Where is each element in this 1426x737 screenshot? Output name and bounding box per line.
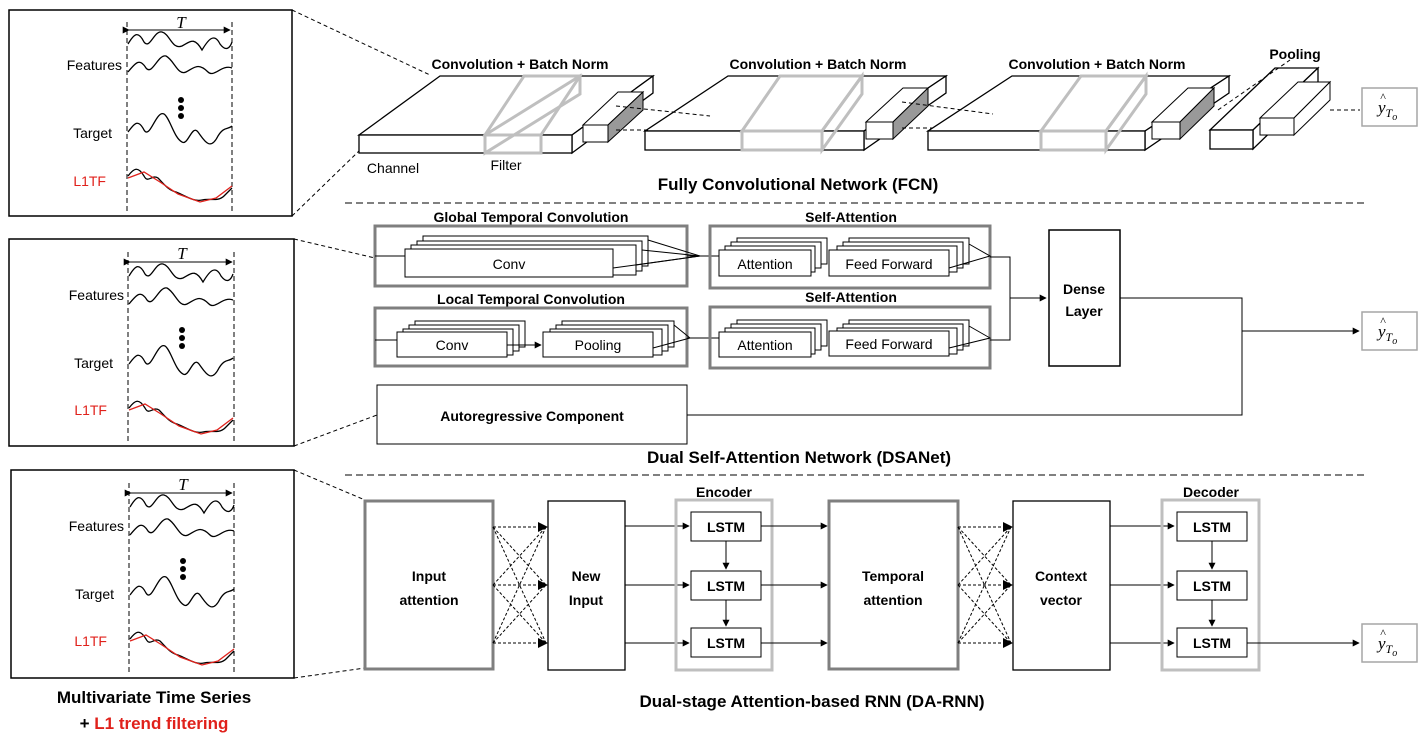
darnn-section: Input attention New Input Encoder LSTM L… xyxy=(363,484,1418,711)
input-attention-label-2: attention xyxy=(399,592,458,608)
target-label: Target xyxy=(75,586,114,602)
context-label-1: Context xyxy=(1035,568,1087,584)
new-input-box xyxy=(547,500,626,671)
input-attention-box xyxy=(363,499,495,671)
context-label-2: vector xyxy=(1040,592,1083,608)
dense-label-2: Layer xyxy=(1065,303,1103,319)
encoder-label: Encoder xyxy=(696,484,753,500)
window-label: T xyxy=(177,244,188,263)
local-conv-label: Conv xyxy=(436,337,469,353)
dense-layer-box xyxy=(1048,229,1121,367)
svg-text:^: ^ xyxy=(1380,314,1386,328)
l1tf-label: L1TF xyxy=(74,633,107,649)
fcn-block-label-3: Convolution + Batch Norm xyxy=(1009,56,1186,72)
self-attention-title-1: Self-Attention xyxy=(805,209,897,225)
svg-text:^: ^ xyxy=(1380,90,1386,104)
decoder-lstm-1 xyxy=(1176,511,1248,542)
features-label: Features xyxy=(69,518,124,534)
pooling-label: Pooling xyxy=(1269,46,1320,62)
fcn-section: yTo ^ Convolution + Batch Norm Convoluti… xyxy=(357,46,1418,194)
features-label: Features xyxy=(67,57,122,73)
dsanet-section: Global Temporal Convolution Conv Local T… xyxy=(373,209,1418,467)
fcn-block-label-2: Convolution + Batch Norm xyxy=(730,56,907,72)
attention-label-2: Attention xyxy=(737,337,792,353)
caption-line2: + L1 trend filtering xyxy=(80,714,229,733)
new-input-label-2: Input xyxy=(569,592,604,608)
input-attention-label-1: Input xyxy=(412,568,447,584)
darnn-output-box xyxy=(1361,623,1418,663)
target-label: Target xyxy=(73,125,112,141)
window-label: T xyxy=(178,475,189,494)
target-label: Target xyxy=(74,355,113,371)
pooling-block xyxy=(1208,66,1332,151)
context-vector-box xyxy=(1012,500,1111,671)
channel-label: Channel xyxy=(367,160,419,176)
global-conv-title: Global Temporal Convolution xyxy=(434,209,629,225)
autoregressive-box xyxy=(376,384,688,445)
lstm-label: LSTM xyxy=(707,519,745,535)
attention-label-1: Attention xyxy=(737,256,792,272)
pooling-op-label: Pooling xyxy=(575,337,622,353)
fcn-output-box xyxy=(1361,87,1418,127)
new-input-label-1: New xyxy=(572,568,601,584)
lstm-label: LSTM xyxy=(707,635,745,651)
dsanet-title: Dual Self-Attention Network (DSANet) xyxy=(647,448,951,467)
global-conv-label: Conv xyxy=(493,256,526,272)
encoder-lstm-1 xyxy=(690,511,762,542)
fcn-title: Fully Convolutional Network (FCN) xyxy=(658,175,939,194)
lstm-label: LSTM xyxy=(1193,635,1231,651)
conv-block-2 xyxy=(642,71,949,155)
svg-text:^: ^ xyxy=(1380,626,1386,640)
window-label: T xyxy=(176,13,187,32)
filter-label: Filter xyxy=(490,157,521,173)
l1tf-label: L1TF xyxy=(74,402,107,418)
darnn-title: Dual-stage Attention-based RNN (DA-RNN) xyxy=(639,692,984,711)
local-conv-title: Local Temporal Convolution xyxy=(437,291,625,307)
autoregressive-label: Autoregressive Component xyxy=(440,408,624,424)
decoder-lstm-2 xyxy=(1176,570,1248,601)
dense-label-1: Dense xyxy=(1063,281,1105,297)
input-panel-darnn: T Features Target L1TF xyxy=(10,469,295,679)
l1tf-label: L1TF xyxy=(73,173,106,189)
lstm-label: LSTM xyxy=(707,578,745,594)
fcn-output-label: yTo xyxy=(1376,98,1397,123)
caption-line1: Multivariate Time Series xyxy=(57,688,251,707)
self-attention-title-2: Self-Attention xyxy=(805,289,897,305)
lstm-label: LSTM xyxy=(1193,578,1231,594)
lstm-label: LSTM xyxy=(1193,519,1231,535)
decoder-label: Decoder xyxy=(1183,484,1240,500)
feed-forward-label-1: Feed Forward xyxy=(845,256,932,272)
decoder-lstm-3 xyxy=(1176,627,1248,658)
fcn-block-label-1: Convolution + Batch Norm xyxy=(432,56,609,72)
conv-block-3 xyxy=(925,71,1232,155)
conv-block-1 xyxy=(357,73,655,156)
features-label: Features xyxy=(69,287,124,303)
darnn-output-label: yTo xyxy=(1376,634,1397,659)
dsanet-output-label: yTo xyxy=(1376,322,1397,347)
temporal-attention-label-2: attention xyxy=(863,592,922,608)
temporal-attention-label-1: Temporal xyxy=(862,568,924,584)
encoder-lstm-3 xyxy=(690,627,762,658)
input-panel-fcn: T Features Target L1TF xyxy=(8,9,293,217)
feed-forward-label-2: Feed Forward xyxy=(845,336,932,352)
input-panel-dsanet: T Features Target L1TF xyxy=(8,238,295,447)
dsanet-output-box xyxy=(1361,311,1418,351)
temporal-attention-box xyxy=(827,499,960,671)
decoder-frame xyxy=(1160,498,1261,672)
encoder-lstm-2 xyxy=(690,570,762,601)
